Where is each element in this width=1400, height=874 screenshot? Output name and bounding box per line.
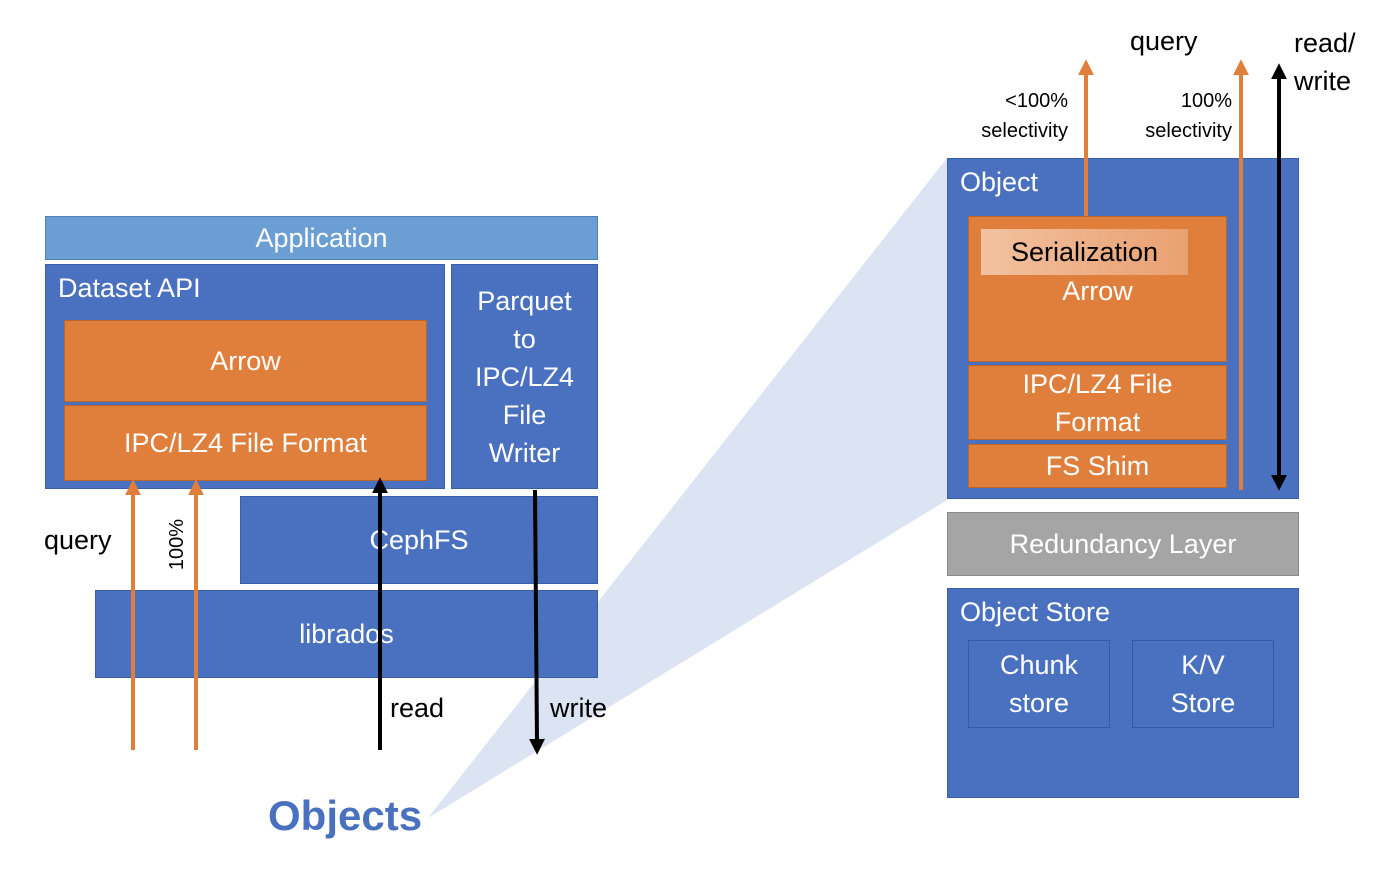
fs-shim-label: FS Shim	[1045, 451, 1150, 481]
ipc-format-layer-left: IPC/LZ4 File Format	[64, 405, 427, 481]
read-label: read	[390, 693, 445, 723]
dataset-api-label: Dataset API	[58, 273, 201, 303]
pct-label-left: 100%	[166, 518, 189, 571]
query-label-right: query	[1130, 26, 1198, 56]
chunk-store-line: store	[1008, 688, 1070, 718]
librados-layer: librados	[95, 590, 598, 678]
arrow-layer-right: Serialization Arrow	[968, 216, 1227, 362]
arrow-label-left: Arrow	[210, 346, 281, 376]
kv-store-line: Store	[1170, 688, 1236, 718]
write-label: write	[550, 693, 608, 723]
ipc-format-line: Format	[1054, 406, 1141, 437]
lt100-line: selectivity	[981, 120, 1068, 142]
redundancy-layer: Redundancy Layer	[947, 512, 1299, 576]
parquet-writer-line: IPC/LZ4	[474, 361, 575, 392]
application-layer: Application	[45, 216, 598, 260]
ipc-format-layer-right: IPC/LZ4 File Format	[968, 365, 1227, 440]
lt100-line: <100%	[1005, 90, 1068, 112]
serialization-box: Serialization	[981, 229, 1188, 275]
librados-label: librados	[299, 619, 394, 649]
redundancy-label: Redundancy Layer	[1009, 529, 1237, 559]
serialization-label: Serialization	[1010, 237, 1159, 267]
eq100-line: selectivity	[1145, 120, 1232, 142]
read-write-label: read/ write	[1294, 24, 1356, 100]
kv-store-box: K/V Store	[1132, 640, 1274, 728]
arrow-label-right: Arrow	[1062, 276, 1133, 306]
fs-shim-layer: FS Shim	[968, 444, 1227, 488]
chunk-store-line: Chunk	[999, 650, 1079, 680]
cephfs-layer: CephFS	[240, 496, 598, 584]
objects-label: Objects	[268, 792, 423, 839]
query-label-left: query	[44, 525, 112, 555]
arrow-layer-left: Arrow	[64, 320, 427, 402]
parquet-writer-line: to	[513, 323, 536, 354]
eq100-line: 100%	[1180, 90, 1232, 112]
parquet-writer-box: Parquet to IPC/LZ4 File Writer	[451, 264, 598, 489]
application-label: Application	[255, 223, 388, 253]
parquet-writer-line: Writer	[488, 437, 561, 468]
chunk-store-box: Chunk store	[968, 640, 1110, 728]
object-store-label: Object Store	[960, 597, 1111, 627]
read-write-line: write	[1294, 66, 1352, 96]
kv-store-line: K/V	[1181, 650, 1225, 680]
ipc-format-label-left: IPC/LZ4 File Format	[123, 428, 368, 458]
eq100-selectivity-label: 100% selectivity	[1128, 86, 1232, 146]
ipc-format-line: IPC/LZ4 File	[1022, 368, 1173, 399]
cephfs-label: CephFS	[369, 525, 469, 555]
object-label: Object	[960, 167, 1039, 197]
read-write-line: read/	[1294, 28, 1356, 58]
parquet-writer-line: Parquet	[477, 285, 572, 316]
lt100-selectivity-label: <100% selectivity	[964, 86, 1068, 146]
parquet-writer-line: File	[502, 399, 547, 430]
